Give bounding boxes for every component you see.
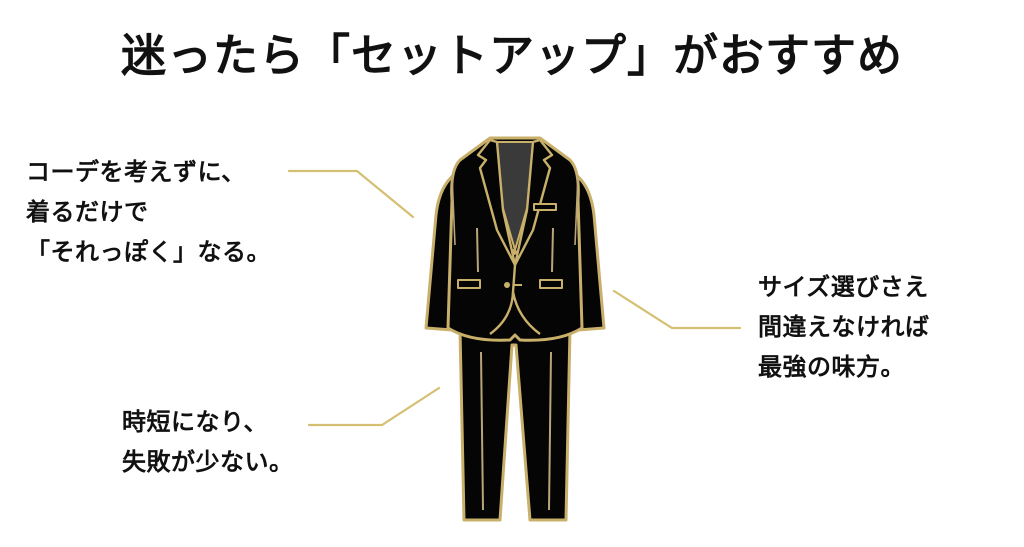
button-icon xyxy=(504,282,510,288)
leader-line-2 xyxy=(612,289,742,330)
jacket-icon xyxy=(446,136,584,342)
pocket-right-icon xyxy=(539,279,563,289)
callout-line: 間違えなければ xyxy=(758,313,930,341)
callout-line: コーデを考えずに、 xyxy=(26,158,246,186)
leader-line-3 xyxy=(307,386,441,427)
callout-size-selection: サイズ選びさえ 間違えなければ 最強の味方。 xyxy=(758,267,930,387)
button-icon xyxy=(511,249,517,255)
callout-no-coordination: コーデを考えずに、 着るだけで 「それっぽく」なる。 xyxy=(26,152,271,272)
callout-line: 最強の味方。 xyxy=(758,353,905,381)
callout-line: 「それっぽく」なる。 xyxy=(26,238,271,266)
callout-line: 着るだけで xyxy=(26,198,149,226)
callout-line: 失敗が少ない。 xyxy=(122,448,294,476)
pocket-left-icon xyxy=(457,279,481,289)
leader-lines xyxy=(287,169,742,427)
callout-line: サイズ選びさえ xyxy=(758,273,929,301)
callout-time-saving: 時短になり、 失敗が少ない。 xyxy=(122,402,294,482)
callout-line: 時短になり、 xyxy=(122,408,269,436)
page-title: 迷ったら「セットアップ」がおすすめ xyxy=(120,29,903,82)
trousers-icon xyxy=(458,328,572,522)
leader-line-1 xyxy=(287,169,415,219)
chest-pocket-icon xyxy=(533,203,557,211)
